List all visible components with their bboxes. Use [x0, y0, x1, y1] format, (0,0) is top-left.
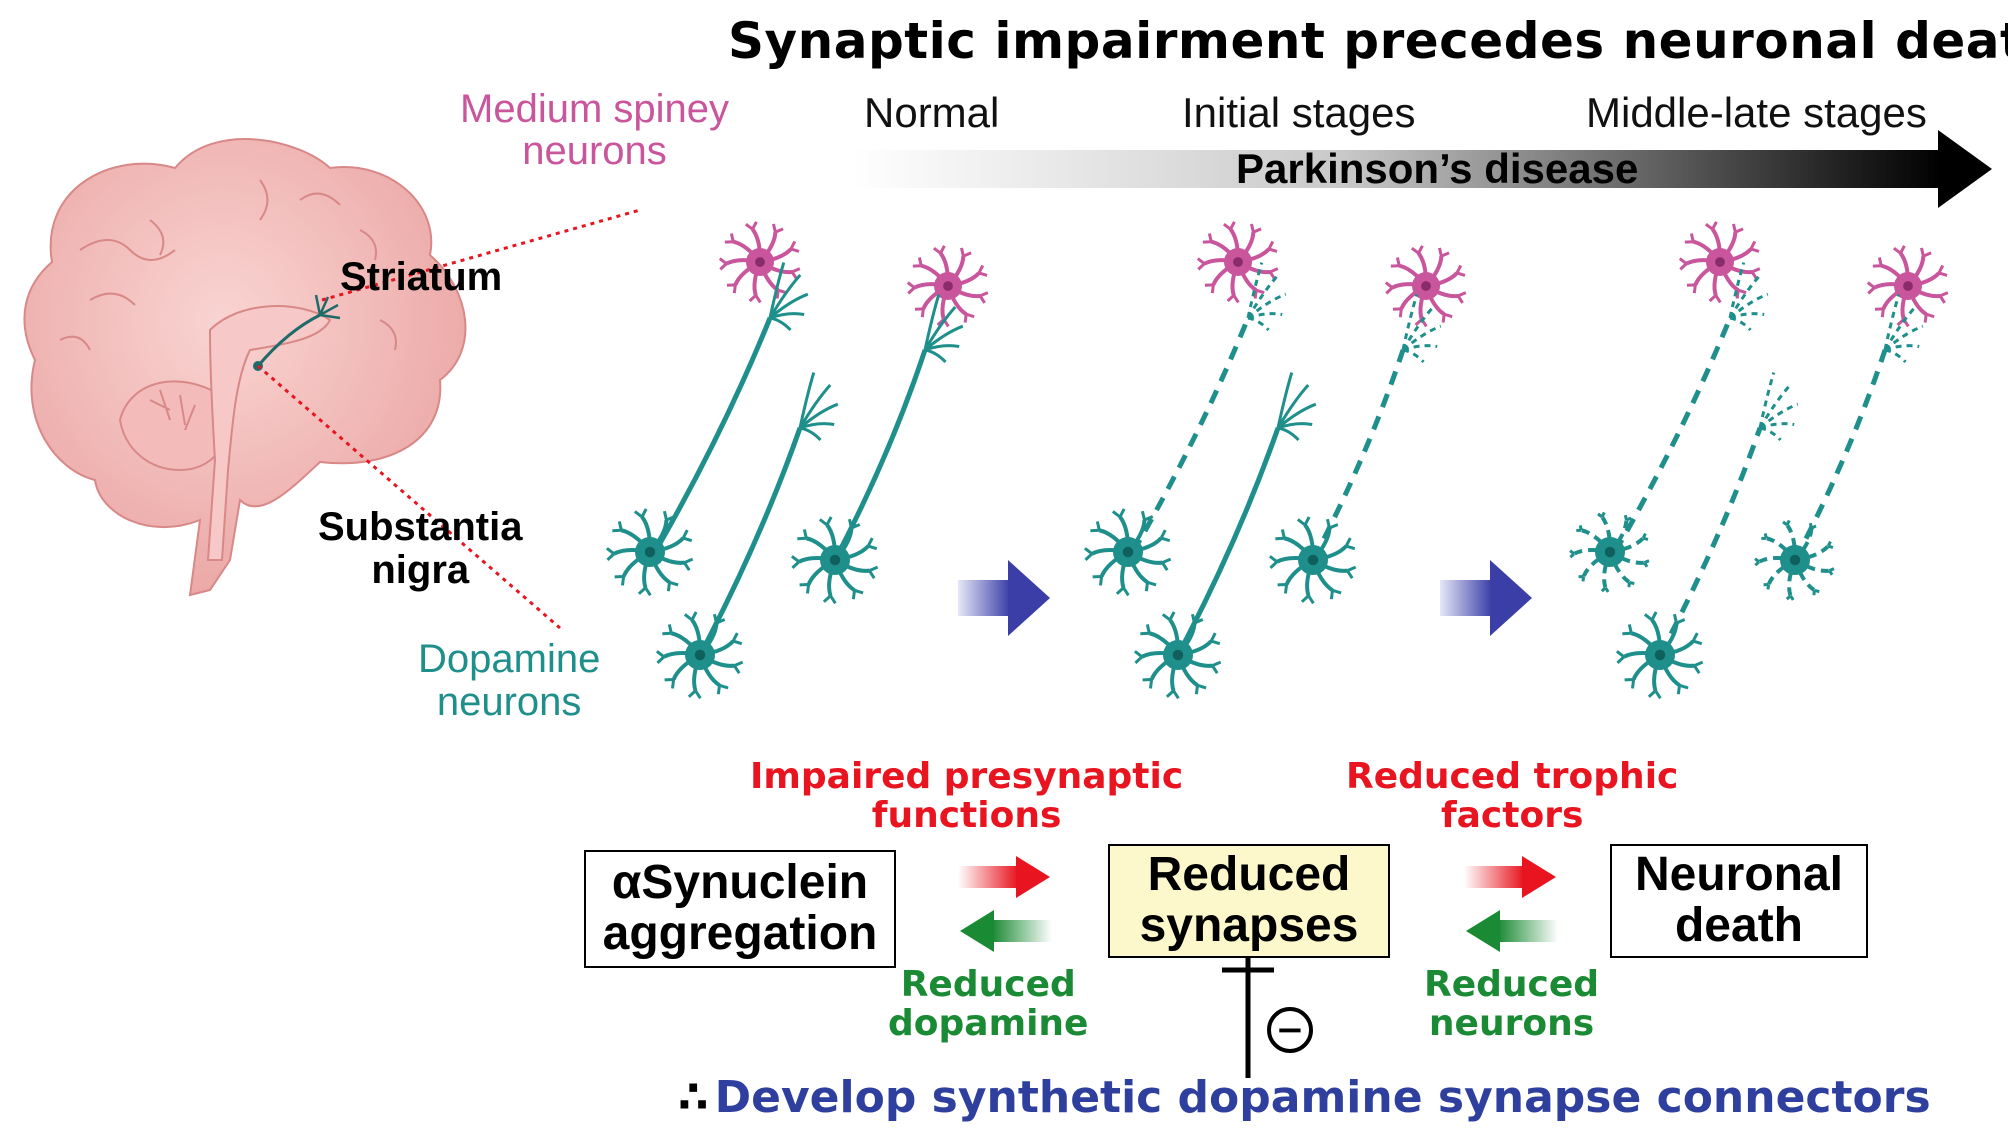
red-arrow-left [958, 856, 1050, 898]
reduced-synapses-box: Reduced synapses [1108, 844, 1390, 958]
nigrostriatal-pathway [256, 313, 321, 367]
brainstem [206, 305, 332, 561]
brain-illustration [23, 138, 641, 630]
axon-initial-3 [1310, 349, 1406, 562]
stage-arrow-1 [958, 560, 1050, 636]
conclusion-text: ∴Develop synthetic dopamine synapse conn… [678, 1076, 1931, 1120]
dopamine-neuron-late-3 [1750, 516, 1839, 605]
msn-normal-1 [718, 221, 801, 304]
striatum-pointer [321, 208, 641, 302]
red-arrow-right [1464, 856, 1556, 898]
stage-label-normal: Normal [864, 89, 1000, 136]
neuron-illustrations [605, 221, 1949, 700]
dopamine-neurons-label: Dopamine neurons [418, 637, 601, 725]
dopamine-neuron-initial-3 [1268, 516, 1357, 605]
axon-initial-1 [1130, 317, 1251, 554]
striatum-label: Striatum [340, 255, 503, 299]
medium-spiney-neurons-label: Medium spiney neurons [460, 87, 730, 173]
green-arrow-right [1466, 910, 1558, 952]
substantia-nigra-label: Substantia nigra [318, 505, 523, 593]
msn-late-1 [1678, 221, 1761, 304]
dopamine-neuron-late-2 [1615, 611, 1704, 700]
dopamine-neuron-normal-2 [655, 611, 744, 700]
dopamine-neuron-initial-1 [1083, 508, 1172, 597]
msn-normal-2 [906, 245, 989, 328]
neuronal-death-box: Neuronal death [1610, 844, 1868, 958]
substantia-nigra-pointer [257, 364, 561, 630]
stage-arrow-2 [1440, 560, 1532, 636]
axon-normal-1 [652, 317, 773, 554]
stage-label-initial: Initial stages [1182, 89, 1416, 136]
msn-initial-2 [1384, 245, 1467, 328]
stage-label-middle-late: Middle-late stages [1586, 89, 1927, 136]
reduced-neurons-label: Reduced neurons [1424, 964, 1600, 1044]
axon-normal-3 [832, 349, 928, 562]
figure-title: Synaptic impairment precedes neuronal de… [728, 12, 2008, 70]
disease-progression-arrow [852, 130, 1992, 208]
reduced-trophic-label: Reduced trophic factors [1346, 756, 1679, 836]
dopamine-neuron-late-1 [1565, 508, 1654, 597]
inhibition-symbol: − [1222, 956, 1313, 1078]
synuclein-aggregation-box: αSynuclein aggregation [584, 850, 896, 968]
axon-late-1 [1612, 317, 1733, 554]
green-arrow-left [960, 910, 1052, 952]
msn-initial-1 [1196, 221, 1279, 304]
reduced-dopamine-label: Reduced dopamine [888, 964, 1089, 1044]
dopamine-neuron-initial-2 [1133, 611, 1222, 700]
dopamine-neuron-normal-1 [605, 508, 694, 597]
msn-late-2 [1866, 245, 1949, 328]
therefore-symbol: ∴ [678, 1072, 709, 1123]
dopamine-neuron-normal-3 [790, 516, 879, 605]
parkinsons-disease-label: Parkinson’s disease [1236, 145, 1639, 192]
axon-late-3 [1792, 349, 1888, 562]
impaired-presynaptic-label: Impaired presynaptic functions [750, 756, 1184, 836]
minus-symbol: − [1276, 1010, 1305, 1050]
conclusion-label: Develop synthetic dopamine synapse conne… [714, 1072, 1931, 1123]
